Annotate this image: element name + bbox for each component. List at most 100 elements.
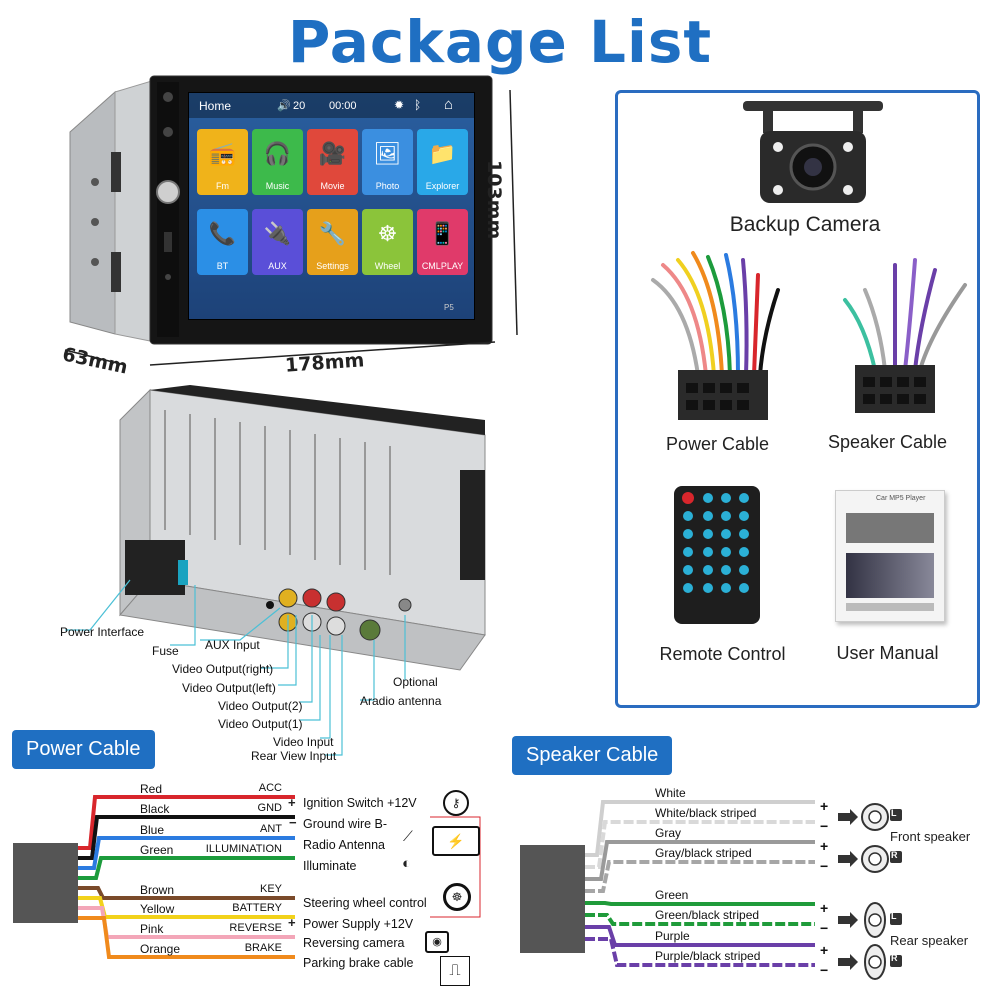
wire-pin-label: KEY <box>259 883 282 895</box>
steering-wheel-icon: ☸ <box>443 883 471 911</box>
func-ignition: Ignition Switch +12V <box>303 796 417 810</box>
wire-pin-label: ANT <box>260 823 282 835</box>
wire-color-label: Green <box>140 843 174 857</box>
speaker-wire-label: White/black striped <box>655 806 757 820</box>
label-power-cable: Power Cable <box>665 434 770 454</box>
speaker-wire <box>585 820 815 869</box>
label-speaker-cable: Speaker Cable <box>827 432 948 452</box>
speaker-wire-label: Green/black striped <box>655 908 760 922</box>
svg-text:−: − <box>820 858 828 874</box>
label-user-manual: User Manual <box>836 643 939 663</box>
label-video-output-left: Video Output(left) <box>182 681 276 695</box>
antenna-icon: ⟋ <box>403 828 413 844</box>
photo-icon: 🖼 <box>373 141 402 166</box>
aux-icon: 🔌 <box>263 221 292 246</box>
speaker-wire <box>585 937 815 967</box>
phone-icon: 📞 <box>208 221 237 246</box>
speaker-wire <box>585 800 815 857</box>
speaker-left-marker: L <box>891 911 897 921</box>
camera-icon: 🎥 <box>318 141 347 166</box>
ignition-key-icon: ⚷ <box>443 790 469 816</box>
svg-text:+: + <box>820 838 828 854</box>
func-steering: Steering wheel control <box>303 896 427 910</box>
speaker-right-marker: R <box>891 953 898 963</box>
wire-color-label: Yellow <box>140 902 175 916</box>
page-title: Package List <box>287 8 713 76</box>
func-ground: Ground wire B- <box>303 817 388 831</box>
steering-wheel-icon: ☸ <box>377 221 398 246</box>
label-power-interface: Power Interface <box>60 625 145 639</box>
wire-color-label: Pink <box>140 922 164 936</box>
bluetooth-icon[interactable]: ᛒ <box>414 98 422 112</box>
plus-sign: + <box>288 915 296 930</box>
label-video-output-1: Video Output(1) <box>218 717 303 731</box>
app-settings[interactable]: 🔧Settings <box>307 209 358 275</box>
app-aux[interactable]: 🔌AUX <box>252 209 303 275</box>
home-icon[interactable]: ⌂ <box>444 96 454 113</box>
wire-pin-label: ACC <box>258 782 282 794</box>
power-wire-red <box>78 795 295 850</box>
battery-icon: ⚡ <box>432 826 480 856</box>
clock-time: 00:00 <box>329 100 357 112</box>
wire-pin-label: ILLUMINATION <box>205 843 282 855</box>
power-wire-black <box>78 815 295 860</box>
app-bt[interactable]: 📞BT <box>197 209 248 275</box>
speaker-wire <box>585 901 815 906</box>
home-label[interactable]: Home <box>199 99 232 113</box>
func-parking: Parking brake cable <box>303 956 414 970</box>
head-unit-rear <box>119 385 486 671</box>
remote-control-image <box>674 486 760 624</box>
wire-pin-label: BATTERY <box>232 902 282 914</box>
func-radio-antenna: Radio Antenna <box>303 838 386 852</box>
app-cmlplay[interactable]: 📱CMLPLAY <box>417 209 468 275</box>
power-wire-green <box>78 856 295 880</box>
backup-camera-image <box>743 101 883 203</box>
wire-pin-label: BRAKE <box>244 942 282 954</box>
wire-color-label: Red <box>140 782 163 796</box>
speaker-wire-label: Purple <box>655 929 690 943</box>
app-movie[interactable]: 🎥Movie <box>307 129 358 195</box>
svg-text:−: − <box>820 920 828 936</box>
speaker-wire <box>585 860 815 893</box>
minus-sign: − <box>289 815 297 830</box>
reversing-camera-icon: ◉ <box>425 931 449 953</box>
label-video-output-right: Video Output(right) <box>172 662 274 676</box>
volume-level: 20 <box>293 100 306 112</box>
app-wheel[interactable]: ☸Wheel <box>362 209 413 275</box>
app-music[interactable]: 🎧Music <box>252 129 303 195</box>
func-reversing: Reversing camera <box>303 936 405 950</box>
brightness-icon[interactable]: ✹ <box>394 98 405 112</box>
radio-icon: 📻 <box>208 141 237 166</box>
label-aradio-antenna: Aradio antenna <box>360 694 442 708</box>
wire-color-label: Orange <box>140 942 181 956</box>
power-wire-orange <box>78 916 295 959</box>
label-video-output-2: Video Output(2) <box>218 699 303 713</box>
label-remote-control: Remote Control <box>659 644 786 664</box>
dimension-lines <box>64 89 518 366</box>
label-aux-input: AUX Input <box>205 638 260 652</box>
power-cable-heading: Power Cable <box>12 730 155 769</box>
plus-sign: + <box>288 795 296 810</box>
svg-text:−: − <box>820 818 828 834</box>
volume-icon[interactable]: 🔊 <box>277 100 291 112</box>
svg-text:−: − <box>820 962 828 978</box>
label-backup-camera: Backup Camera <box>729 213 881 236</box>
speaker-wire-label: White <box>655 786 686 800</box>
battery-link-line <box>430 816 481 918</box>
svg-text:+: + <box>820 798 828 814</box>
wire-color-label: Brown <box>140 883 175 897</box>
dimension-height: 103mm <box>483 160 505 240</box>
power-cable-wiring-diagram <box>13 795 481 959</box>
func-illuminate: Illuminate <box>303 859 357 873</box>
touch-screen: Home 🔊 20 00:00 ✹ ᛒ ⌂ 📻Fm 🎧Music 🎥Movie … <box>188 92 475 320</box>
wrench-icon: 🔧 <box>318 221 347 246</box>
app-fm[interactable]: 📻Fm <box>197 129 248 195</box>
rear-speaker-label: Rear speaker <box>890 933 969 948</box>
app-explorer[interactable]: 📁Explorer <box>417 129 468 195</box>
svg-text:+: + <box>820 942 828 958</box>
speaker-left-marker: L <box>891 808 897 818</box>
mirror-phone-icon: 📱 <box>428 221 457 246</box>
app-photo[interactable]: 🖼Photo <box>362 129 413 195</box>
front-speaker-label: Front speaker <box>890 829 971 844</box>
speaker-wire <box>585 840 815 881</box>
